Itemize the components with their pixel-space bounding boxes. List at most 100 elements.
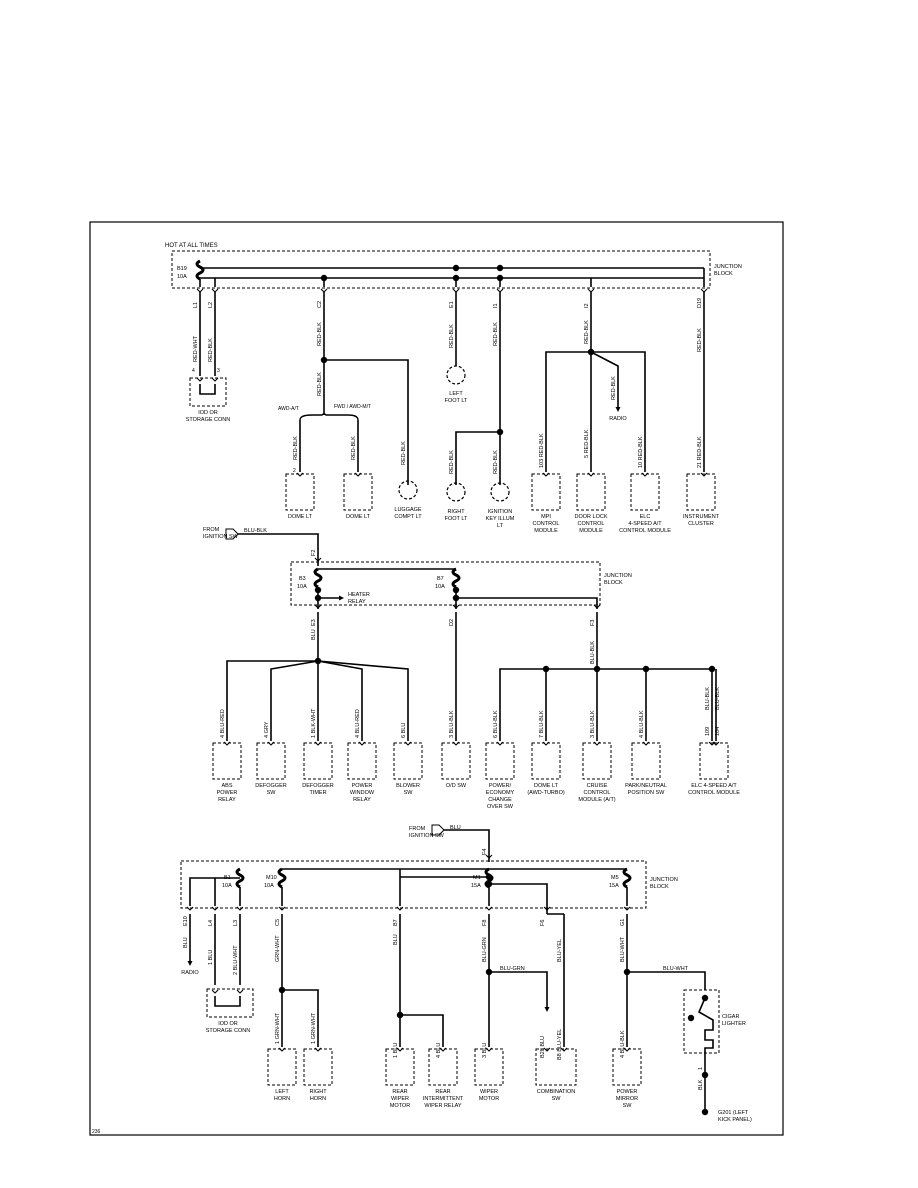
wire <box>282 989 319 1047</box>
dome-lamp-2 <box>343 473 373 511</box>
wire-label: B28 BLU <box>540 1036 546 1058</box>
luggage-lamp-icon <box>398 480 418 500</box>
wire <box>455 431 500 485</box>
wire-label: BLU-WHT <box>620 936 626 962</box>
page-footer: 236 <box>92 1129 101 1135</box>
component-label: 4-SPEED A/T <box>628 521 662 527</box>
connector-icon <box>211 377 219 382</box>
awd-at-label: AWD-A/T <box>278 406 299 412</box>
from-ignition-label: IGNITION SW <box>409 833 445 839</box>
connector-icon <box>314 557 322 562</box>
splice-dot <box>314 586 322 594</box>
bot-component-6 <box>535 1048 577 1086</box>
wire <box>489 971 548 1008</box>
iod-storage-conn-bot <box>206 988 254 1018</box>
luggage-label: COMPT LT <box>394 514 422 520</box>
component-label: SW <box>267 790 277 796</box>
fuse-amp: 10A <box>264 883 274 889</box>
ground-label: G201 (LEFT <box>718 1110 749 1116</box>
mid-component-9 <box>582 742 612 780</box>
right-foot-lamp-icon <box>446 482 466 502</box>
instrument-cluster <box>686 473 716 511</box>
splice-dot <box>452 586 460 594</box>
pin-label: F3 <box>590 620 596 626</box>
pin-label: F4 <box>482 849 488 855</box>
left-foot-lamp-icon <box>446 365 466 385</box>
wire-label: 10 RED-BLK <box>638 436 644 468</box>
connector-icon <box>485 854 493 859</box>
wire <box>317 660 363 741</box>
mid-component-6 <box>441 742 471 780</box>
pin-label: 2 <box>293 468 296 474</box>
component-label: O/D SW <box>446 783 467 789</box>
fuse-id: M5 <box>611 875 619 881</box>
pin-label: F6 <box>540 920 546 926</box>
fuse-amp: 10A <box>297 584 307 590</box>
wire-label: 4 BLU <box>436 1043 442 1058</box>
fuse-icon <box>622 867 632 889</box>
fuse-b3-icon <box>313 567 323 589</box>
bus-splice-dot <box>452 264 460 272</box>
pin-label: 7 BLU-BLK <box>539 710 545 738</box>
wire-label: BLU <box>183 937 189 948</box>
bus-splice-dot <box>496 264 504 272</box>
wire <box>627 971 706 990</box>
wire-label: BLK <box>698 1079 704 1090</box>
junction-block-label: JUNCTION <box>714 264 742 270</box>
pin-connector-icon <box>211 288 219 293</box>
cigar-lighter-label: CIGAR <box>722 1014 739 1020</box>
component-label: MODULE <box>579 528 603 534</box>
wire-label: 5 RED-BLK <box>584 429 590 458</box>
splice-dot <box>701 1108 709 1116</box>
fuse-amp: 10A <box>222 883 232 889</box>
door-lock-control-module <box>576 473 606 511</box>
component-label: DOOR LOCK <box>574 514 607 520</box>
arrow-icon <box>544 1007 550 1012</box>
mid-component-5 <box>393 742 423 780</box>
component-label: SW <box>623 1103 633 1109</box>
pin-label: 6 BLU <box>401 723 407 738</box>
fuse-id: M10 <box>266 875 277 881</box>
from-ignition-label: FROM <box>409 826 426 832</box>
pin-label: L4 <box>208 920 214 926</box>
bot-component-3 <box>385 1048 415 1086</box>
splice-dot <box>485 873 493 881</box>
fuse-b19-icon <box>195 259 205 281</box>
wire-label: 1 GRN-WHT <box>275 1012 281 1044</box>
iod-storage-conn-label: IOD OR <box>198 410 218 416</box>
wire-label: RED-BLK <box>697 328 703 352</box>
pin-label: 1 <box>698 1067 704 1070</box>
bot-component-5 <box>474 1048 504 1086</box>
bot-component-7 <box>612 1048 642 1086</box>
junction-block-label: JUNCTION <box>604 573 632 579</box>
component-label: CONTROL <box>584 790 611 796</box>
junction-block-mid <box>290 561 601 606</box>
radio-arrow-icon <box>615 407 621 412</box>
pin-label: E10 <box>183 916 189 926</box>
heater-relay-label: RELAY <box>348 599 366 605</box>
diagram-frame <box>89 221 784 1136</box>
wire-label: 103 RED-BLK <box>539 433 545 468</box>
wire-label: 1 BLU <box>208 950 214 965</box>
wire <box>189 877 240 906</box>
fuse-amp: 15A <box>609 883 619 889</box>
fuse-amp: 15A <box>471 883 481 889</box>
component-label: ELC 4-SPEED A/T <box>691 783 737 789</box>
cigar-lighter-box <box>683 989 720 1054</box>
pin-label: 4 BLU-RED <box>220 709 226 738</box>
component-label: ELC <box>640 514 651 520</box>
iod-storage-conn-label: STORAGE CONN <box>186 417 231 423</box>
iod-storage-conn-label: STORAGE CONN <box>206 1028 251 1034</box>
pin-connector-icon <box>587 288 595 293</box>
pin-label: D2 <box>449 619 455 626</box>
mid-component-10 <box>631 742 661 780</box>
wire <box>317 660 409 741</box>
junction-block-label: JUNCTION <box>650 877 678 883</box>
pin-connector-icon <box>700 288 708 293</box>
wire-label: BLU-WHT <box>663 966 689 972</box>
left-foot-label: FOOT LT <box>445 398 468 404</box>
pin-label: 3 BLU-BLK <box>590 710 596 738</box>
